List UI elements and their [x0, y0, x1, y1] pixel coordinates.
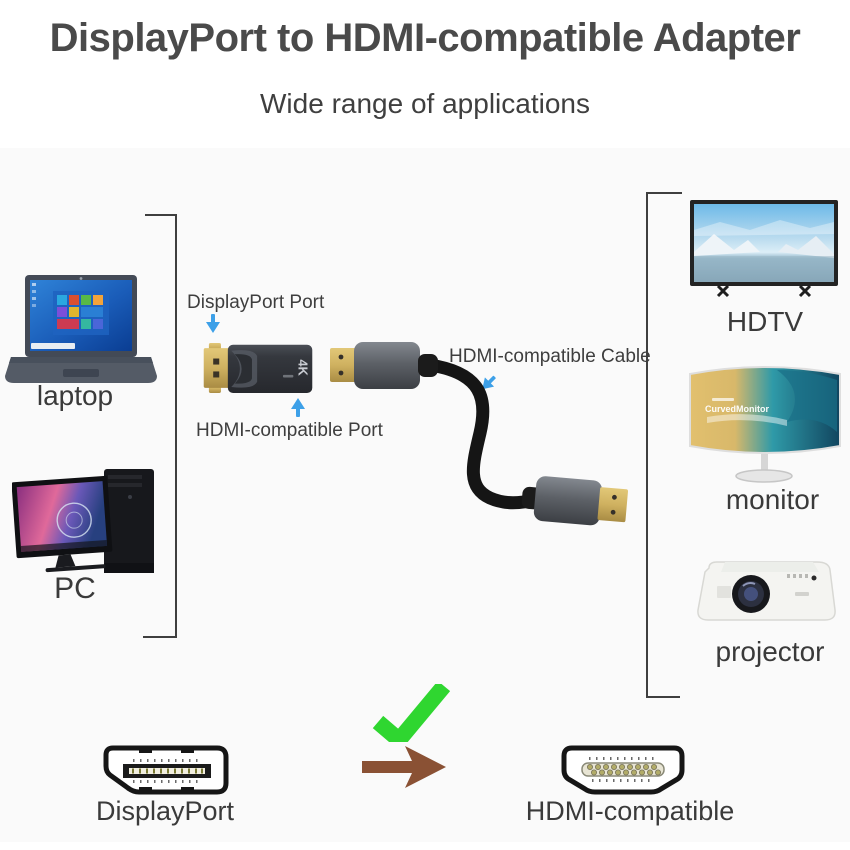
left-bracket-bottom — [143, 636, 177, 638]
hdmi-port-label: HDMI-compatible Port — [196, 420, 383, 441]
adapter-image: 4K — [202, 337, 314, 399]
hdmi-cable-image — [330, 335, 660, 545]
left-bracket-top — [145, 214, 177, 216]
monitor-label: monitor — [725, 484, 820, 515]
displayport-connector-icon — [93, 744, 235, 796]
arrow-down-icon — [206, 314, 220, 333]
cable-label: HDMI-compatible Cable — [449, 346, 651, 367]
right-bracket-bottom — [646, 696, 680, 698]
adapter-4k-badge: 4K — [295, 359, 310, 376]
left-bracket-vertical — [175, 214, 177, 638]
page-title: DisplayPort to HDMI-compatible Adapter — [49, 16, 801, 60]
right-bracket-vertical — [646, 192, 648, 698]
projector-label: projector — [715, 636, 825, 667]
hdtv-image — [690, 200, 840, 302]
laptop-label: laptop — [36, 380, 114, 411]
pc-label: PC — [54, 572, 96, 605]
monitor-screen-text: CurvedMonitor — [705, 404, 769, 414]
pc-image — [12, 463, 162, 581]
displayport-footer-label: DisplayPort — [95, 796, 235, 826]
right-bracket-top — [646, 192, 682, 194]
arrow-down-left-icon — [482, 375, 496, 390]
displayport-port-label: DisplayPort Port — [187, 292, 325, 313]
hdmi-connector-icon — [558, 744, 688, 796]
checkmark-icon — [372, 684, 450, 742]
hdtv-label: HDTV — [726, 306, 804, 337]
monitor-image: CurvedMonitor — [687, 362, 843, 490]
arrow-up-icon — [291, 398, 305, 417]
hdmi-footer-label: HDMI-compatible — [525, 796, 735, 826]
laptop-image — [5, 273, 157, 388]
page-subtitle: Wide range of applications — [260, 88, 590, 119]
projector-image — [695, 558, 840, 628]
right-arrow-icon — [362, 746, 446, 788]
